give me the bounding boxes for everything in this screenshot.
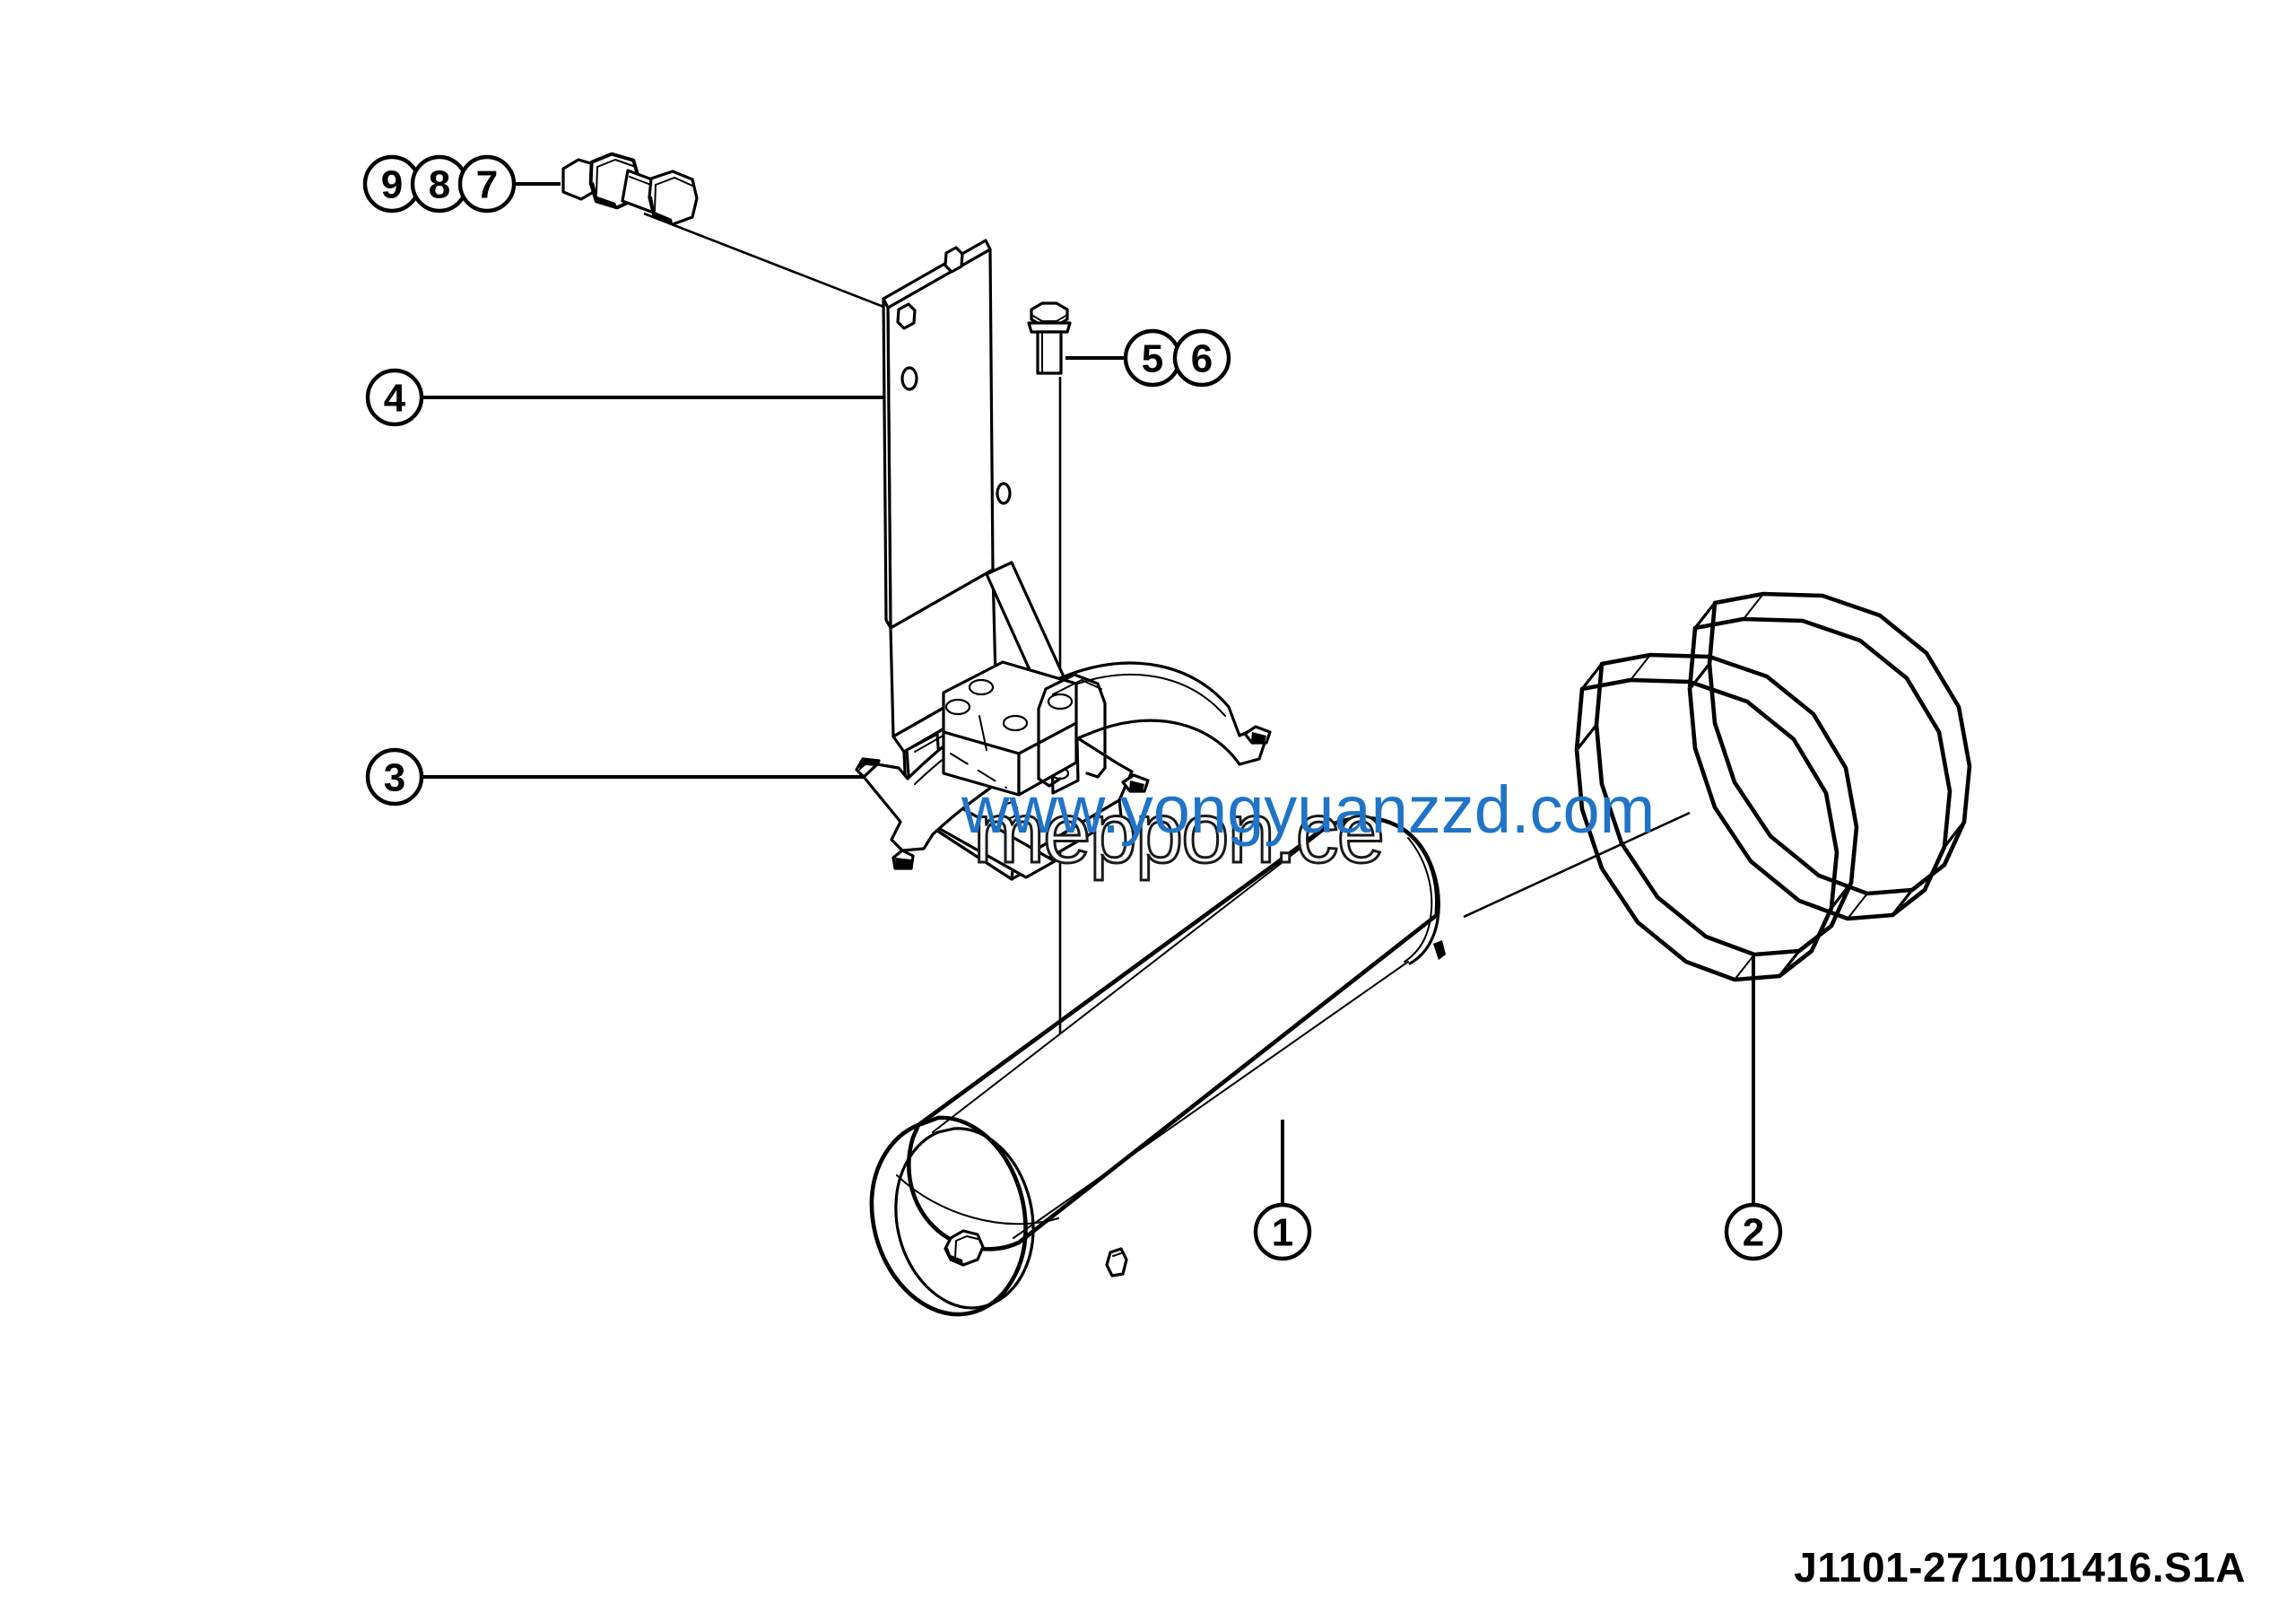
callout-8[interactable]: 8 [410, 154, 469, 214]
callout-2[interactable]: 2 [1724, 1202, 1783, 1261]
callout-7[interactable]: 7 [457, 154, 517, 214]
callout-6-label: 6 [1191, 337, 1213, 381]
callout-8-label: 8 [429, 163, 450, 207]
callout-2-label: 2 [1743, 1211, 1764, 1255]
tank-saddle-bracket [855, 660, 1272, 870]
mounting-band-rear [1687, 591, 1972, 921]
callout-1-label: 1 [1272, 1211, 1293, 1255]
mounting-band-strap [1574, 591, 1972, 982]
callout-9-label: 9 [381, 163, 403, 207]
leader-line-fitting-to-bracket [643, 212, 891, 311]
callout-1[interactable]: 1 [1253, 1202, 1312, 1261]
drain-valve-fitting [561, 152, 699, 226]
callout-3[interactable]: 3 [365, 747, 424, 807]
callout-4-label: 4 [384, 377, 406, 421]
callout-4[interactable]: 4 [365, 368, 424, 427]
drawing-part-number: J1101-2711011416.S1A [1794, 1544, 2246, 1591]
callout-balloons: 9 8 7 4 5 6 3 [362, 154, 1783, 1261]
callout-3-label: 3 [384, 756, 405, 800]
callout-7-label: 7 [476, 163, 498, 207]
callout-6[interactable]: 6 [1172, 328, 1231, 388]
callout-9[interactable]: 9 [362, 154, 422, 214]
mounting-band-front [1574, 652, 1859, 982]
hex-flange-bolt [1027, 301, 1072, 375]
air-reservoir-tank [869, 815, 1446, 1317]
callout-5-label: 5 [1142, 337, 1163, 381]
leader-line-band-to-tank [1463, 811, 1691, 919]
callout-5[interactable]: 5 [1123, 328, 1182, 388]
